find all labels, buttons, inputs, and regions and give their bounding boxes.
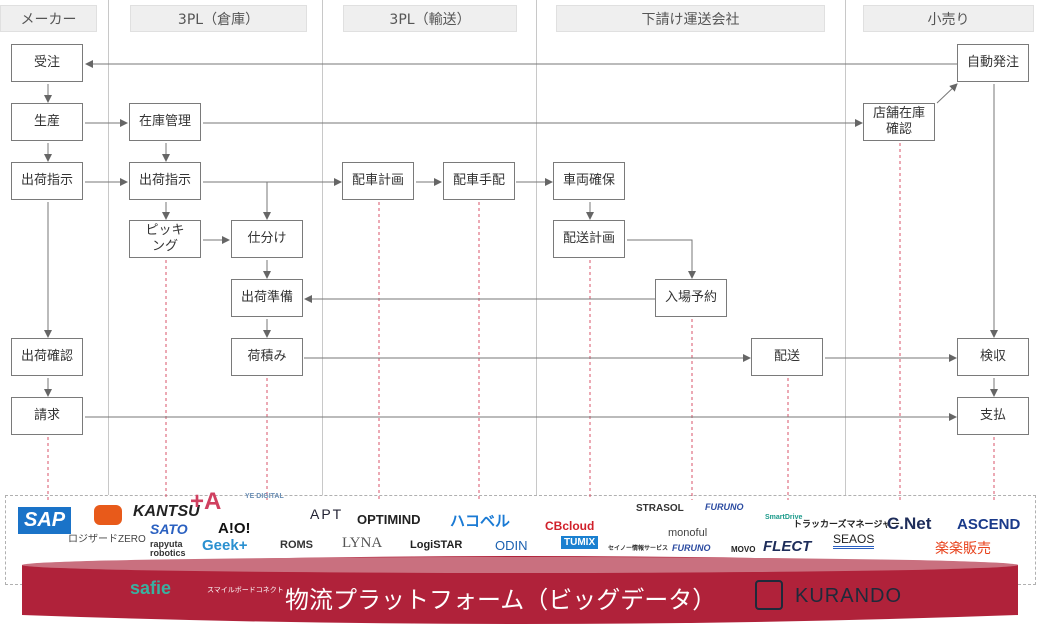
box-order-receipt: 受注 <box>11 44 83 82</box>
logo-apt: APT <box>310 506 344 522</box>
logo-roms: ROMS <box>280 539 313 551</box>
box-sorting: 仕分け <box>231 220 303 258</box>
logo-kurando: KURANDO <box>795 585 903 607</box>
logo-seino-info-service: セイノー情報サービス <box>608 546 669 552</box>
logizard-icon <box>94 505 122 525</box>
logo-cnet: C.Net <box>887 514 932 533</box>
logo-sap: SAP <box>18 507 72 534</box>
box-payment: 支払 <box>957 397 1029 435</box>
box-picking: ピッキング <box>129 220 201 258</box>
logo-logizard-zero: ロジザードZERO <box>68 534 146 545</box>
logo-sato: SATO <box>150 521 188 537</box>
logo-kantsu: KANTSU <box>133 503 200 520</box>
logo-hacobell: ハコベル <box>450 513 511 530</box>
lane-header-maker: メーカー <box>0 5 97 32</box>
lane-divider <box>536 0 537 495</box>
box-entry-reservation: 入場予約 <box>655 279 727 317</box>
box-auto-ordering: 自動発注 <box>957 44 1029 82</box>
logo-odin: ODIN <box>495 538 528 553</box>
box-loading: 荷積み <box>231 338 303 376</box>
box-shipping-instruction-maker: 出荷指示 <box>11 162 83 200</box>
data-links <box>47 143 995 500</box>
box-shipping-confirmation: 出荷確認 <box>11 338 83 376</box>
lane-divider <box>322 0 323 495</box>
box-inspection: 検収 <box>957 338 1029 376</box>
logo-movo: MOVO <box>731 545 756 554</box>
box-delivery-planning: 配送計画 <box>553 220 625 258</box>
box-shipping-instruction-warehouse: 出荷指示 <box>129 162 201 200</box>
box-shipping-preparation: 出荷準備 <box>231 279 303 317</box>
lane-divider <box>108 0 109 495</box>
platform-cylinder <box>22 556 1018 624</box>
box-billing: 請求 <box>11 397 83 435</box>
box-delivery: 配送 <box>751 338 823 376</box>
logo-plus-a: +A <box>190 488 222 515</box>
kurando-icon <box>755 580 783 610</box>
box-vehicle-securing: 車両確保 <box>553 162 625 200</box>
logo-tumix: TUMIX <box>561 536 599 549</box>
logo-ascend: ASCEND <box>957 516 1021 533</box>
logo-flect: FLECT <box>763 538 812 555</box>
logo-smile-board-connect: スマイルボードコネクト <box>207 587 284 594</box>
box-production: 生産 <box>11 103 83 141</box>
box-store-inventory-check: 店舗在庫確認 <box>863 103 935 141</box>
box-inventory-management: 在庫管理 <box>129 103 201 141</box>
logo-monoful: monoful <box>668 527 708 539</box>
lane-divider <box>845 0 846 495</box>
box-dispatch-planning: 配車計画 <box>342 162 414 200</box>
logo-rapyuta-robotics: rapyuta robotics <box>150 539 186 558</box>
logo-optimind: OPTIMIND <box>357 512 421 527</box>
logo-furuno-top: FURUNO <box>705 502 744 512</box>
platform-title: 物流プラットフォーム（ビッグデータ） <box>285 586 717 614</box>
logo-furuno-bottom: FURUNO <box>672 543 711 553</box>
logo-safie: safie <box>130 578 172 598</box>
logo-truckers-manager: トラッカーズマネージャー <box>793 519 900 529</box>
lane-header-3pl-warehouse: 3PL（倉庫） <box>130 5 307 32</box>
logo-cbcloud: CBcloud <box>545 519 595 533</box>
logo-raku-raku-hanbai: 楽楽販売 <box>935 540 991 556</box>
lane-header-3pl-transport: 3PL（輸送） <box>343 5 517 32</box>
logo-seaos: SEAOS <box>833 532 875 549</box>
lane-header-retail: 小売り <box>863 5 1034 32</box>
box-dispatch-arrangement: 配車手配 <box>443 162 515 200</box>
logo-strasol: STRASOL <box>636 503 684 514</box>
logo-aio: A!O! <box>218 520 251 537</box>
logo-smartdrive: SmartDrive <box>765 514 803 521</box>
logo-lyna: LYNA <box>342 535 383 551</box>
lane-header-subcontractor: 下請け運送会社 <box>556 5 825 32</box>
logo-geek-plus: Geek+ <box>202 537 248 554</box>
logo-logistar: LogiSTAR <box>410 539 463 551</box>
logo-ye-digital: YE DIGITAL <box>245 493 284 500</box>
